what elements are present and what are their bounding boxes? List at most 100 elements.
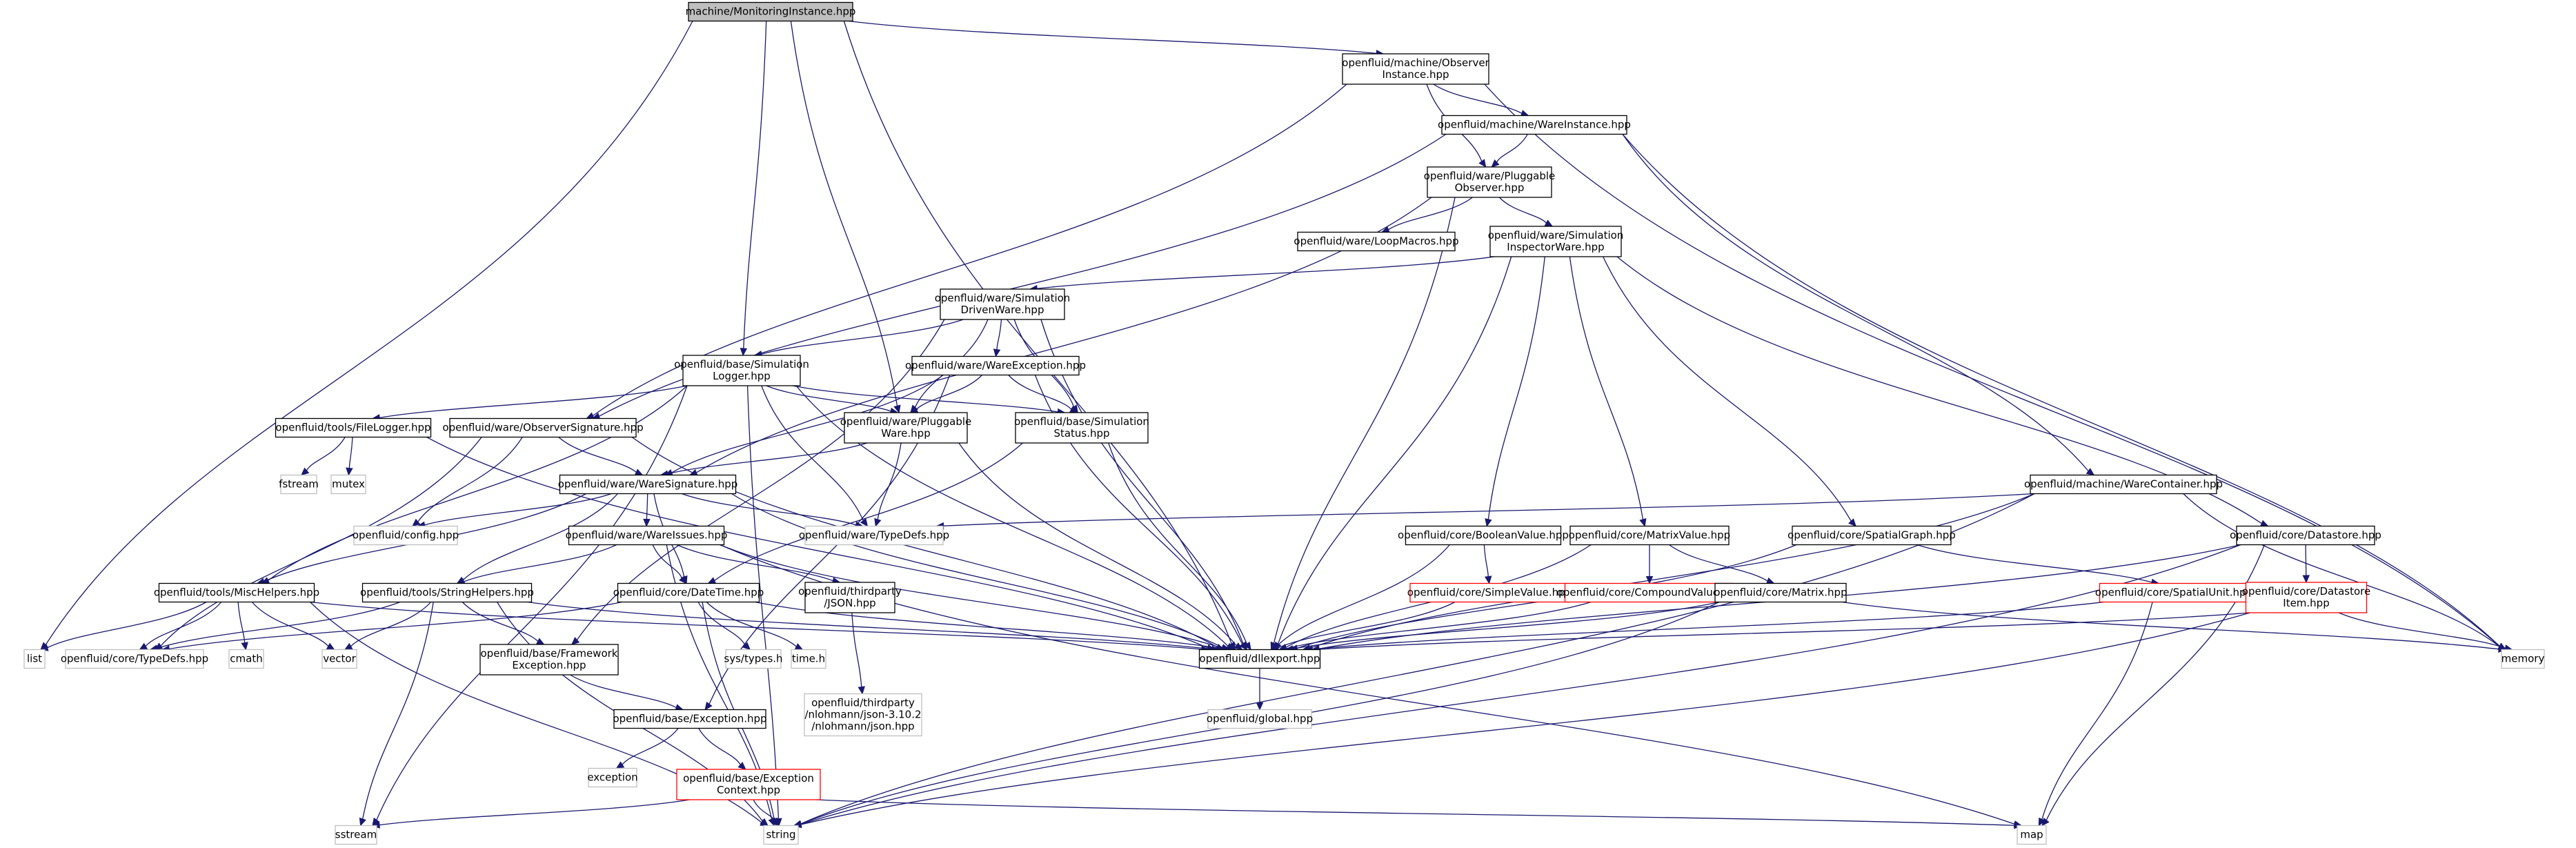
node-box	[280, 474, 317, 495]
node-siminsp[interactable]: openfluid/ware/SimulationInspectorWare.h…	[1488, 226, 1624, 257]
edge-arrowhead	[2085, 468, 2095, 476]
edge-arrowhead	[1848, 518, 1856, 527]
node-matrixval[interactable]: openfluid/core/MatrixValue.hpp	[1569, 525, 1730, 546]
node-label-line: exception	[587, 771, 637, 784]
edge-root-to-simlogger	[743, 21, 767, 349]
node-label-line: openfluid/core/CompoundValue.hpp	[1557, 586, 1743, 599]
node-waresig[interactable]: openfluid/ware/WareSignature.hpp	[558, 474, 738, 495]
edge-wareexc-to-waresig	[671, 374, 944, 473]
node-baseexc[interactable]: openfluid/base/Exception.hpp	[613, 709, 767, 729]
node-label-line: list	[27, 653, 42, 665]
node-box	[763, 825, 799, 845]
edge-arrowhead	[860, 517, 869, 527]
node-root[interactable]: machine/MonitoringInstance.hpp	[686, 1, 856, 22]
edge-dsitem-to-memory	[2338, 612, 2506, 649]
node-label-line: openfluid/global.hpp	[1207, 713, 1313, 725]
edge-arrowhead	[742, 642, 751, 651]
node-dllexport[interactable]: openfluid/dllexport.hpp	[1198, 649, 1321, 669]
node-mischelpers[interactable]: openfluid/tools/MiscHelpers.hpp	[154, 582, 319, 603]
node-box	[158, 582, 315, 603]
node-thirdjson[interactable]: openfluid/thirdparty/JSON.hpp	[798, 582, 902, 613]
edge-wareissues-to-thirdjson	[676, 544, 833, 582]
node-label-line: openfluid/base/Exception.hpp	[613, 713, 766, 725]
node-label-line: openfluid/core/Datastore.hpp	[2230, 529, 2381, 542]
node-box	[568, 525, 725, 546]
edge-arrowhead	[241, 642, 248, 651]
node-datastore[interactable]: openfluid/core/Datastore.hpp	[2230, 525, 2381, 546]
node-label-line: openfluid/tools/MiscHelpers.hpp	[154, 586, 319, 599]
edge-plugobs-to-waresig	[696, 197, 1432, 473]
node-wareinst[interactable]: openfluid/machine/WareInstance.hpp	[1438, 115, 1631, 135]
node-box	[1297, 231, 1456, 252]
edge-stringhelpers-to-coretypedefs	[157, 601, 401, 649]
node-spatialgraph[interactable]: openfluid/core/SpatialGraph.hpp	[1787, 525, 1956, 546]
node-box	[1342, 53, 1489, 85]
edge-arrowhead	[893, 404, 901, 414]
edge-stringhelpers-to-dllexport	[527, 601, 1213, 650]
node-vector: vector	[321, 649, 357, 669]
node-box	[2501, 649, 2545, 669]
node-box	[725, 649, 782, 669]
edge-arrowhead	[571, 637, 580, 645]
node-simpleval[interactable]: openfluid/core/SimpleValue.hpp	[1407, 582, 1572, 603]
edge-plugobs-to-loopmacros	[1388, 197, 1473, 230]
node-label-line: openfluid/ware/Pluggable	[1424, 170, 1556, 182]
node-warecontainer[interactable]: openfluid/machine/WareContainer.hpp	[2024, 474, 2223, 495]
node-exception: exception	[587, 767, 638, 788]
node-label-line: sys/types.h	[724, 653, 782, 665]
node-filelogger[interactable]: openfluid/tools/FileLogger.hpp	[275, 417, 432, 438]
edge-siminsp-to-spatialgraph	[1603, 256, 1852, 522]
edge-arrowhead	[2259, 520, 2269, 527]
node-label-line: fstream	[279, 478, 319, 491]
node-datetime[interactable]: openfluid/core/DateTime.hpp	[613, 582, 764, 603]
edge-dsitem-to-dllexport	[1318, 612, 2250, 650]
edge-excctx-to-sstream	[379, 799, 690, 826]
edge-wareissues-to-datetime	[652, 544, 682, 579]
node-boolval[interactable]: openfluid/core/BooleanValue.hpp	[1398, 525, 1569, 546]
node-box	[330, 474, 366, 495]
node-box	[1207, 709, 1312, 729]
edge-simstatus-to-datetime	[714, 442, 1023, 581]
edge-fwexc-to-baseexc	[570, 674, 677, 709]
node-box	[804, 693, 922, 737]
edge-mischelpers-to-list	[47, 601, 207, 649]
node-matrix[interactable]: openfluid/core/Matrix.hpp	[1714, 582, 1847, 603]
node-label-line: openfluid/machine/WareInstance.hpp	[1438, 119, 1631, 131]
node-compoundval[interactable]: openfluid/core/CompoundValue.hpp	[1557, 582, 1743, 603]
node-wareissues[interactable]: openfluid/ware/WareIssues.hpp	[566, 525, 728, 546]
edge-wareinst-to-plugobs	[1496, 134, 1528, 163]
node-loopmacros[interactable]: openfluid/ware/LoopMacros.hpp	[1294, 231, 1459, 252]
node-stringhelpers[interactable]: openfluid/tools/StringHelpers.hpp	[360, 582, 534, 603]
node-box	[449, 417, 637, 438]
edge-arrowhead	[679, 575, 687, 584]
node-box	[844, 412, 968, 444]
edge-filelogger-to-fstream	[306, 437, 346, 471]
node-box	[1489, 226, 1622, 257]
node-box	[2236, 525, 2375, 546]
edge-filelogger-to-dllexport	[426, 436, 1208, 649]
node-box	[613, 709, 766, 729]
edge-arrowhead	[760, 818, 769, 827]
node-label-line: InspectorWare.hpp	[1507, 241, 1604, 253]
edge-arrowhead	[1485, 518, 1492, 527]
node-wareexc[interactable]: openfluid/ware/WareException.hpp	[905, 355, 1086, 376]
node-spatialunit[interactable]: openfluid/core/SpatialUnit.hpp	[2095, 582, 2252, 603]
node-label-line: vector	[323, 653, 356, 665]
edge-stringhelpers-to-fwexc	[462, 602, 539, 642]
edge-mischelpers-to-cmath	[237, 602, 246, 643]
node-box	[559, 474, 737, 495]
node-obssig[interactable]: openfluid/ware/ObserverSignature.hpp	[442, 417, 644, 438]
node-mutex: mutex	[330, 474, 366, 495]
node-box	[2030, 474, 2217, 495]
edge-warecontainer-to-dllexport	[1309, 493, 2035, 649]
node-box	[353, 525, 458, 546]
